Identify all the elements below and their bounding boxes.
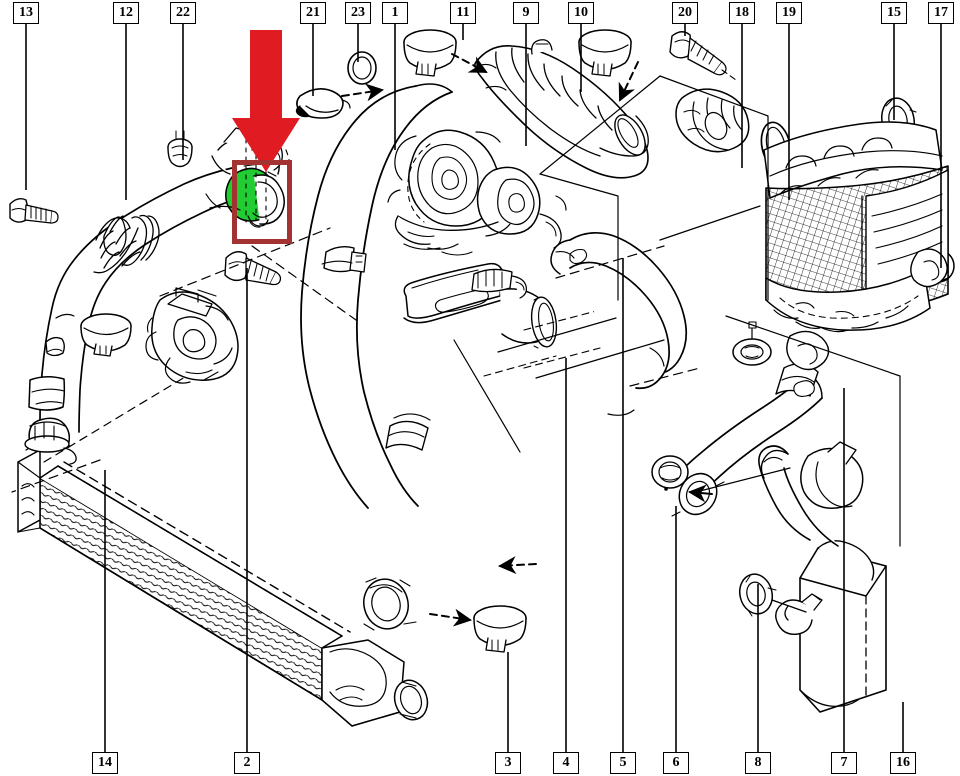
callout-number: 22 — [176, 5, 190, 20]
callout-label-7[interactable]: 7 — [831, 752, 857, 774]
bolt-12 — [167, 130, 193, 168]
callout-number: 21 — [306, 5, 320, 20]
bolt-20 — [669, 31, 737, 81]
callout-number: 20 — [678, 5, 692, 20]
callout-number: 14 — [98, 755, 112, 770]
red-highlight-box — [232, 160, 292, 244]
callout-number: 23 — [351, 5, 365, 20]
engine-block — [763, 121, 949, 371]
callout-label-11[interactable]: 11 — [450, 2, 476, 24]
callout-label-20[interactable]: 20 — [672, 2, 698, 24]
grommet-8 — [738, 573, 807, 617]
callout-label-4[interactable]: 4 — [553, 752, 579, 774]
callout-label-19[interactable]: 19 — [776, 2, 802, 24]
callout-number: 16 — [896, 755, 910, 770]
callout-number: 8 — [754, 755, 762, 770]
callout-label-22[interactable]: 22 — [170, 2, 196, 24]
callout-number: 15 — [887, 5, 901, 20]
callout-label-17[interactable]: 17 — [928, 2, 954, 24]
turbo-intake-pipe-9 — [474, 39, 649, 179]
mount-18 — [675, 88, 750, 153]
callout-label-16[interactable]: 16 — [890, 752, 916, 774]
callout-label-21[interactable]: 21 — [300, 2, 326, 24]
callout-label-12[interactable]: 12 — [113, 2, 139, 24]
callout-number: 3 — [504, 755, 512, 770]
callout-label-18[interactable]: 18 — [729, 2, 755, 24]
callout-number: 9 — [522, 5, 530, 20]
highlighted-connector-22 — [225, 163, 285, 228]
callout-number: 5 — [619, 755, 627, 770]
callout-number: 13 — [19, 5, 33, 20]
callout-label-9[interactable]: 9 — [513, 2, 539, 24]
blanking-plug — [651, 455, 689, 491]
grommet-19 — [732, 321, 772, 366]
callout-label-13[interactable]: 13 — [13, 2, 39, 24]
egr-valve-assembly — [145, 287, 239, 384]
hose-clamp-10 — [578, 29, 632, 77]
callout-label-8[interactable]: 8 — [745, 752, 771, 774]
air-duct-4 — [403, 262, 601, 453]
callout-number: 17 — [934, 5, 948, 20]
bolt-13 — [9, 197, 59, 224]
callout-label-15[interactable]: 15 — [881, 2, 907, 24]
callout-label-1[interactable]: 1 — [382, 2, 408, 24]
upper-right-hose-5 — [550, 231, 688, 416]
hose-clamp-left — [80, 313, 132, 357]
hose-clamp-11 — [403, 29, 457, 77]
intercooler-core — [17, 299, 429, 727]
callout-label-2[interactable]: 2 — [234, 752, 260, 774]
red-down-arrow — [232, 30, 300, 172]
callout-number: 18 — [735, 5, 749, 20]
callout-label-10[interactable]: 10 — [568, 2, 594, 24]
callout-number: 7 — [840, 755, 848, 770]
callout-number: 10 — [574, 5, 588, 20]
gasket-21 — [295, 88, 351, 119]
resonator-box-16 — [758, 445, 887, 713]
callout-label-3[interactable]: 3 — [495, 752, 521, 774]
callout-number: 19 — [782, 5, 796, 20]
callout-label-6[interactable]: 6 — [663, 752, 689, 774]
callout-number: 11 — [456, 5, 470, 20]
callout-number: 1 — [391, 5, 399, 20]
callout-number: 6 — [672, 755, 680, 770]
callout-label-23[interactable]: 23 — [345, 2, 371, 24]
callout-number: 2 — [243, 755, 251, 770]
turbocharger — [387, 129, 567, 256]
callout-number: 4 — [562, 755, 570, 770]
hose-clamp-3 — [473, 605, 527, 653]
bolt-2 — [224, 251, 282, 286]
callout-label-5[interactable]: 5 — [610, 752, 636, 774]
o-ring-23 — [347, 51, 377, 85]
callout-label-14[interactable]: 14 — [92, 752, 118, 774]
callout-number: 12 — [119, 5, 133, 20]
